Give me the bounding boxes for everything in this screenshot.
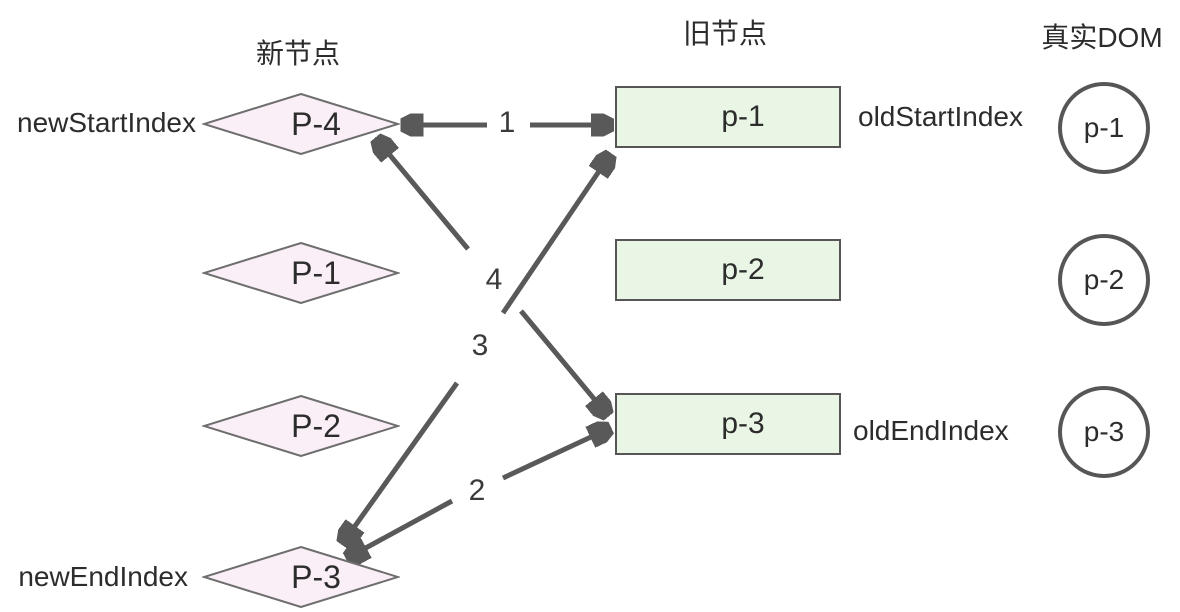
new-node-p1: P-1 — [202, 242, 400, 304]
real-dom-p2: p-2 — [1058, 234, 1150, 326]
real-dom-p3: p-3 — [1058, 386, 1150, 478]
arrow-step2-to-new-end — [351, 498, 454, 556]
arrow-step4-to-old-end — [519, 309, 605, 412]
new-start-index-label: newStartIndex — [17, 107, 196, 138]
old-end-index-label: oldEndIndex — [853, 415, 1009, 446]
old-node-p2: p-2 — [615, 239, 841, 301]
new-nodes-header: 新节点 — [255, 38, 341, 69]
real-dom-header: 真实DOM — [1041, 22, 1163, 53]
step-3-label: 3 — [471, 329, 489, 362]
step-1-label: 1 — [498, 106, 516, 139]
real-dom-p1: p-1 — [1058, 82, 1150, 174]
arrow-step3-to-new-end — [345, 381, 460, 540]
new-node-p1-label: P-1 — [291, 254, 341, 291]
new-node-p4-label: P-4 — [291, 105, 341, 142]
old-start-index-label: oldStartIndex — [858, 101, 1023, 132]
old-node-p1: p-1 — [615, 86, 841, 148]
arrow-step2-to-old-end — [501, 430, 606, 481]
old-node-p3: p-3 — [615, 393, 841, 455]
arrow-step3-to-old-start — [500, 158, 608, 315]
old-node-p2-label: p-2 — [721, 253, 765, 286]
old-node-p1-label: p-1 — [721, 100, 765, 133]
new-node-p3: P-3 — [202, 546, 400, 608]
step-4-label: 4 — [485, 263, 503, 296]
new-node-p4: P-4 — [202, 93, 400, 155]
new-end-index-label: newEndIndex — [18, 561, 188, 592]
old-node-p3-label: p-3 — [721, 407, 765, 440]
new-node-p3-label: P-3 — [291, 558, 341, 595]
new-node-p2: P-2 — [202, 395, 400, 457]
arrow-step4-to-new-start — [379, 142, 470, 251]
step-2-label: 2 — [468, 474, 486, 507]
new-node-p2-label: P-2 — [291, 407, 341, 444]
old-nodes-header: 旧节点 — [682, 18, 768, 49]
real-dom-p1-label: p-1 — [1083, 112, 1125, 143]
real-dom-p3-label: p-3 — [1083, 416, 1125, 447]
real-dom-p2-label: p-2 — [1083, 264, 1125, 295]
